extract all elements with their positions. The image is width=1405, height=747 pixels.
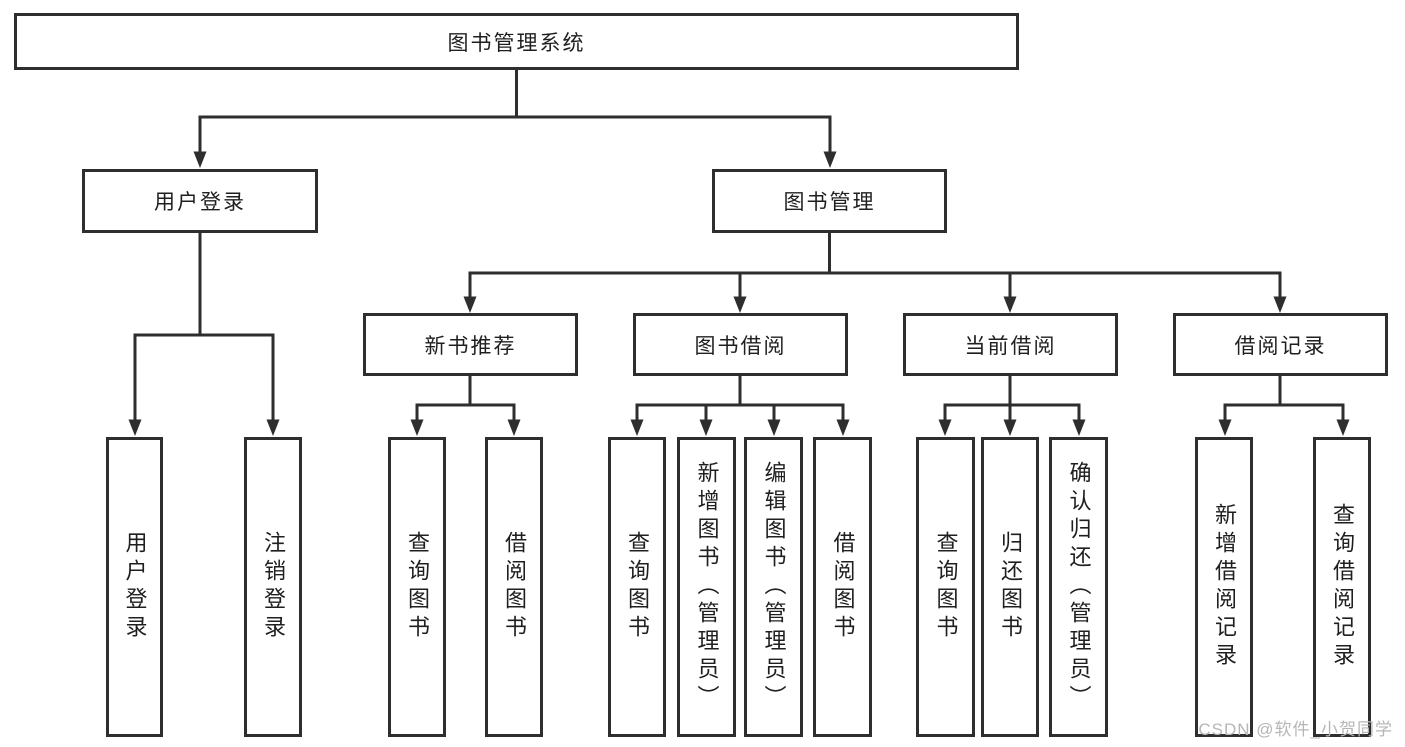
leaf-br-query-record: 查询借阅记录 bbox=[1313, 437, 1371, 737]
leaf-bb-add-book-admin: 新增图书（管理员） bbox=[677, 437, 736, 737]
leaf-bb-borrow-book: 借阅图书 bbox=[813, 437, 872, 737]
leaf-cb-query-book: 查询图书 bbox=[916, 437, 975, 737]
node-book-borrow: 图书借阅 bbox=[633, 313, 848, 376]
leaf-cb-confirm-return-admin: 确认归还（管理员） bbox=[1049, 437, 1108, 737]
wire-currentborrow-to-leaves bbox=[943, 376, 1081, 421]
wire-newbook-to-leaves bbox=[415, 376, 516, 421]
node-user-login: 用户登录 bbox=[82, 169, 318, 233]
wire-bookborrow-to-leaves bbox=[635, 376, 845, 421]
leaf-logout: 注销登录 bbox=[244, 437, 302, 737]
wire-bookmgmt-to-level3 bbox=[468, 233, 1282, 298]
leaf-nbr-query-book: 查询图书 bbox=[388, 437, 446, 737]
wire-root-to-level2 bbox=[198, 70, 832, 153]
node-borrow-records: 借阅记录 bbox=[1173, 313, 1388, 376]
leaf-bb-query-book: 查询图书 bbox=[608, 437, 666, 737]
leaf-bb-edit-book-admin: 编辑图书（管理员） bbox=[744, 437, 803, 737]
watermark: CSDN @软件_小贺同学 bbox=[1198, 720, 1393, 739]
leaf-cb-return-book: 归还图书 bbox=[981, 437, 1039, 737]
node-new-book-recommend: 新书推荐 bbox=[363, 313, 578, 376]
node-library-system: 图书管理系统 bbox=[14, 13, 1019, 70]
leaf-user-login: 用户登录 bbox=[106, 437, 163, 737]
leaf-nbr-borrow-book: 借阅图书 bbox=[485, 437, 543, 737]
node-book-management: 图书管理 bbox=[712, 169, 947, 233]
wire-records-to-leaves bbox=[1223, 376, 1345, 421]
leaf-br-add-record: 新增借阅记录 bbox=[1195, 437, 1253, 737]
node-current-borrow: 当前借阅 bbox=[903, 313, 1118, 376]
wire-userlogin-to-leaves bbox=[133, 233, 275, 421]
